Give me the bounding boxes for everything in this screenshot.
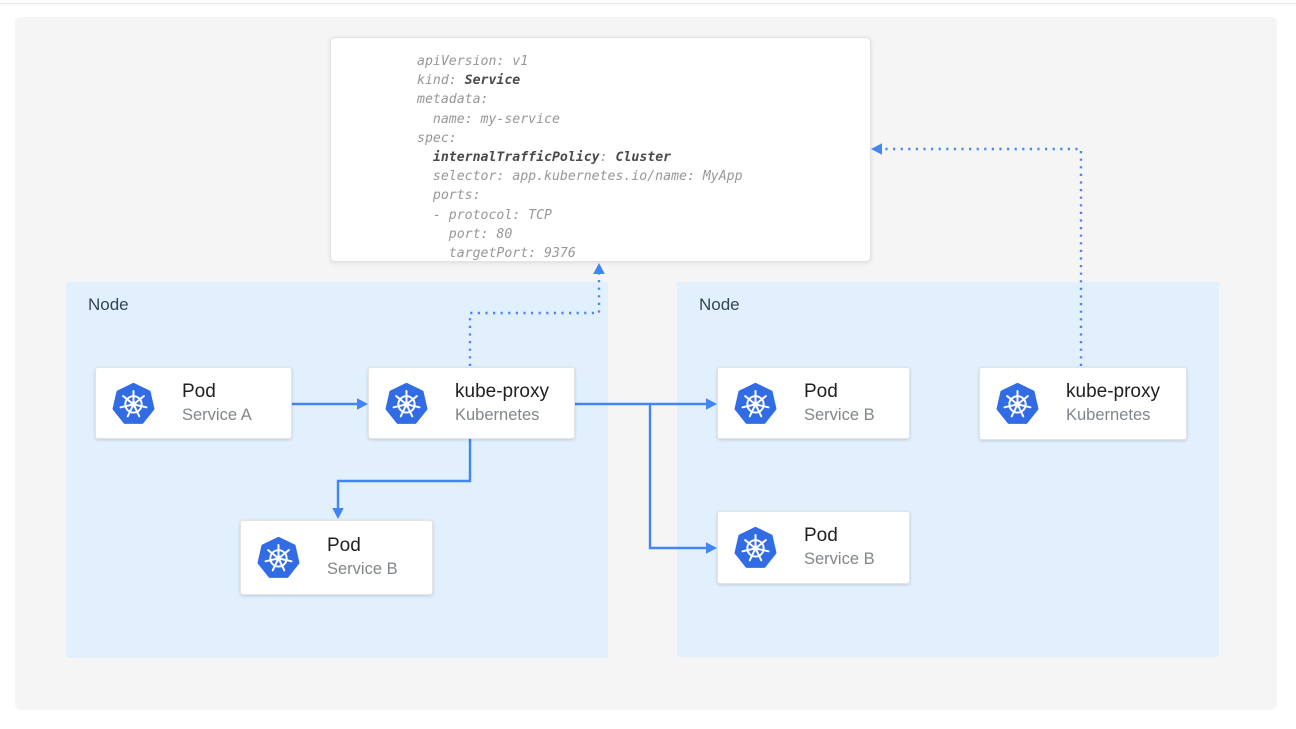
kubernetes-logo-icon bbox=[257, 536, 300, 579]
card-text: Pod Service B bbox=[804, 525, 875, 569]
code-line: targetPort: 9376 bbox=[417, 246, 576, 262]
card-title: kube-proxy bbox=[1066, 381, 1160, 403]
card-subtitle: Kubernetes bbox=[455, 405, 540, 424]
code-line: port: 80 bbox=[417, 226, 513, 242]
card-title: Pod bbox=[182, 380, 216, 402]
card-title: Pod bbox=[804, 525, 838, 547]
card-text: Pod Service B bbox=[804, 381, 875, 425]
code-line: - protocol: TCP bbox=[417, 207, 552, 223]
node-label: Node bbox=[699, 295, 740, 314]
kubernetes-logo-icon bbox=[385, 382, 428, 425]
pod-card-service-b-bottom-right: Pod Service B bbox=[717, 511, 910, 584]
card-text: Pod Service B bbox=[327, 535, 398, 579]
code-line: metadata: bbox=[417, 92, 489, 108]
card-subtitle: Service A bbox=[182, 405, 252, 424]
code-line: apiVersion: v1 bbox=[417, 54, 529, 69]
node-box-right: Node bbox=[677, 282, 1219, 657]
card-subtitle: Service B bbox=[327, 560, 398, 579]
node-box-left: Node bbox=[66, 282, 608, 658]
code-line: spec: bbox=[417, 130, 457, 146]
top-divider bbox=[0, 3, 1296, 4]
card-subtitle: Service B bbox=[804, 405, 875, 424]
node-label: Node bbox=[88, 295, 129, 314]
card-title: Pod bbox=[327, 535, 361, 557]
code-line: internalTrafficPolicy: Cluster bbox=[432, 150, 672, 166]
code-line: selector: app.kubernetes.io/name: MyApp bbox=[417, 169, 743, 185]
kubernetes-logo-icon bbox=[112, 382, 155, 425]
service-yaml-card: apiVersion: v1 kind: Service metadata: n… bbox=[330, 37, 871, 262]
code-line: kind: Service bbox=[417, 73, 521, 89]
card-text: Pod Service A bbox=[182, 381, 252, 425]
kube-proxy-card-left: kube-proxy Kubernetes bbox=[368, 367, 575, 439]
card-text: kube-proxy Kubernetes bbox=[455, 381, 549, 425]
card-title: kube-proxy bbox=[455, 380, 549, 402]
pod-card-service-b-left: Pod Service B bbox=[240, 520, 433, 595]
card-subtitle: Kubernetes bbox=[1066, 406, 1151, 425]
kubernetes-logo-icon bbox=[734, 526, 777, 569]
kubernetes-logo-icon bbox=[734, 382, 777, 425]
code-line: ports: bbox=[417, 188, 481, 204]
code-line: name: my-service bbox=[417, 111, 560, 127]
kubernetes-logo-icon bbox=[996, 382, 1039, 425]
kube-proxy-card-right: kube-proxy Kubernetes bbox=[979, 367, 1187, 440]
card-title: Pod bbox=[804, 380, 838, 402]
card-subtitle: Service B bbox=[804, 550, 875, 569]
card-text: kube-proxy Kubernetes bbox=[1066, 381, 1160, 425]
pod-card-service-b-top-right: Pod Service B bbox=[717, 367, 910, 439]
pod-card-service-a: Pod Service A bbox=[95, 367, 292, 439]
